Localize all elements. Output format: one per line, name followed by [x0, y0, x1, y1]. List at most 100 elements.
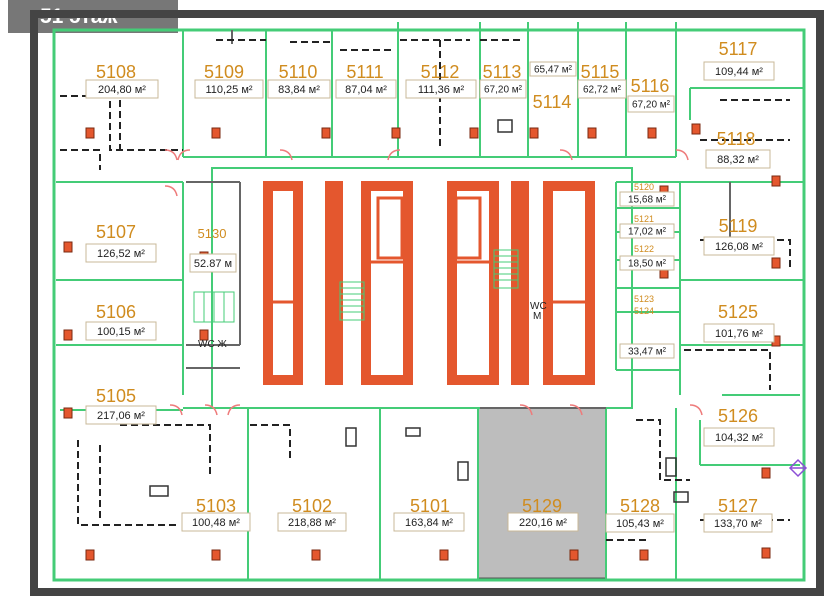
- unit-area-5116: 67,20 м²: [632, 100, 671, 111]
- unit-number-5117: 5117: [719, 39, 758, 59]
- area-box-5117: [703, 61, 775, 81]
- unit-area-5124: 33,47 м²: [628, 347, 667, 358]
- unit-number-5107: 5107: [96, 222, 136, 242]
- unit-number-5124: 5124: [634, 306, 654, 316]
- unit-5129-highlight: [477, 407, 607, 579]
- unit-number-5119: 5119: [719, 216, 758, 236]
- unit-number-5102: 5102: [292, 496, 332, 516]
- unit-number-5109: 5109: [204, 62, 244, 82]
- area-box-5130: [189, 253, 237, 273]
- unit-area-5119: 126,08 м²: [715, 241, 763, 253]
- unit-number-5125: 5125: [718, 302, 758, 322]
- core: [263, 181, 595, 385]
- area-box-5108: [85, 79, 159, 99]
- unit-area-5125: 101,76 м²: [715, 328, 763, 340]
- unit-area-5109: 110,25 м²: [205, 84, 252, 96]
- area-box-5110: [267, 79, 331, 99]
- unit-area-5115: 62,72 м²: [583, 85, 622, 96]
- wc-men-label-m: М: [533, 311, 541, 322]
- area-box-5128: [605, 513, 675, 533]
- area-box-5113: [479, 79, 527, 99]
- unit-number-5123: 5123: [634, 294, 654, 304]
- unit-number-5115: 5115: [581, 62, 620, 82]
- entrance-marker-icon: [788, 458, 808, 478]
- unit-area-5127: 133,70 м²: [714, 518, 762, 530]
- area-box-5120: [619, 191, 675, 207]
- unit-number-5110: 5110: [279, 62, 318, 82]
- unit-number-5129: 5129: [522, 496, 562, 516]
- unit-number-5103: 5103: [196, 496, 236, 516]
- fixtures: [149, 119, 689, 503]
- area-box-5122: [619, 255, 675, 271]
- area-box-5124: [619, 343, 675, 359]
- area-box-5107: [85, 243, 157, 263]
- unit-labels: 5108 204,80 м² 5109 110,25 м² 5110 83,84 м² 51…: [85, 39, 775, 533]
- unit-area-5106: 100,15 м²: [97, 326, 145, 338]
- area-box-5115: [577, 79, 627, 99]
- unit-number-5116: 5116: [631, 76, 670, 96]
- area-box-5105: [85, 405, 157, 425]
- unit-area-5110: 83,84 м²: [278, 84, 320, 96]
- unit-number-5127: 5127: [718, 496, 758, 516]
- unit-area-5103: 100,48 м²: [192, 517, 240, 529]
- area-box-5118: [705, 149, 771, 169]
- unit-area-5101: 163,84 м²: [405, 517, 453, 529]
- area-box-5119: [703, 236, 775, 256]
- outer-frame: [30, 10, 824, 596]
- unit-number-5126: 5126: [718, 406, 758, 426]
- unit-number-5108: 5108: [96, 62, 136, 82]
- columns: [63, 123, 781, 561]
- area-box-5125: [703, 323, 775, 343]
- unit-area-5130: 52.87 м: [194, 258, 232, 270]
- area-box-5116: [627, 95, 675, 113]
- interior-walls: [186, 30, 731, 409]
- unit-area-5108: 204,80 м²: [98, 84, 146, 96]
- unit-number-5111: 5111: [346, 62, 383, 82]
- core-inner: [268, 196, 590, 304]
- unit-area-5117: 109,44 м²: [715, 66, 763, 78]
- unit-number-5113: 5113: [483, 62, 522, 82]
- area-box-5102: [277, 512, 347, 532]
- area-box-5114: [529, 61, 577, 77]
- dashed-partitions: [60, 39, 791, 541]
- unit-number-5101: 5101: [410, 496, 450, 516]
- wc-women-label: WC Ж: [198, 339, 227, 350]
- area-box-5112: [405, 79, 477, 99]
- stairs: [193, 249, 519, 323]
- unit-number-5114: 5114: [533, 92, 572, 112]
- unit-area-5122: 18,50 м²: [628, 259, 667, 270]
- area-box-5129: [507, 512, 579, 532]
- unit-area-5113: 67,20 м²: [484, 85, 523, 96]
- unit-area-5121: 17,02 м²: [628, 227, 667, 238]
- area-box-5126: [703, 427, 775, 447]
- unit-area-5118: 88,32 м²: [717, 154, 759, 166]
- unit-area-5114: 65,47 м²: [534, 65, 573, 76]
- wc-labels: WC Ж WC М: [198, 301, 547, 350]
- area-box-5127: [703, 513, 773, 533]
- doors: [164, 149, 703, 416]
- unit-number-5122: 5122: [634, 244, 654, 254]
- unit-area-5102: 218,88 м²: [288, 517, 336, 529]
- unit-number-5118: 5118: [717, 129, 756, 149]
- area-box-5103: [181, 512, 251, 532]
- outer-glazing: [52, 28, 806, 582]
- unit-area-5120: 15,68 м²: [628, 195, 667, 206]
- area-box-5109: [194, 79, 264, 99]
- unit-area-5112: 111,36 м²: [418, 84, 465, 96]
- unit-number-5112: 5112: [421, 62, 460, 82]
- area-box-5101: [393, 512, 465, 532]
- unit-area-5128: 105,43 м²: [616, 518, 664, 530]
- unit-number-5128: 5128: [620, 496, 660, 516]
- unit-number-5106: 5106: [96, 302, 136, 322]
- area-box-5111: [335, 79, 397, 99]
- unit-area-5111: 87,04 м²: [345, 84, 387, 96]
- unit-number-5130: 5130: [198, 226, 227, 241]
- unit-area-5107: 126,52 м²: [97, 248, 145, 260]
- unit-area-5129: 220,16 м²: [519, 517, 567, 529]
- unit-area-5126: 104,32 м²: [715, 432, 763, 444]
- unit-area-5105: 217,06 м²: [97, 410, 145, 422]
- unit-number-5121: 5121: [634, 214, 654, 224]
- unit-number-5120: 5120: [634, 182, 654, 192]
- area-box-5106: [85, 321, 157, 341]
